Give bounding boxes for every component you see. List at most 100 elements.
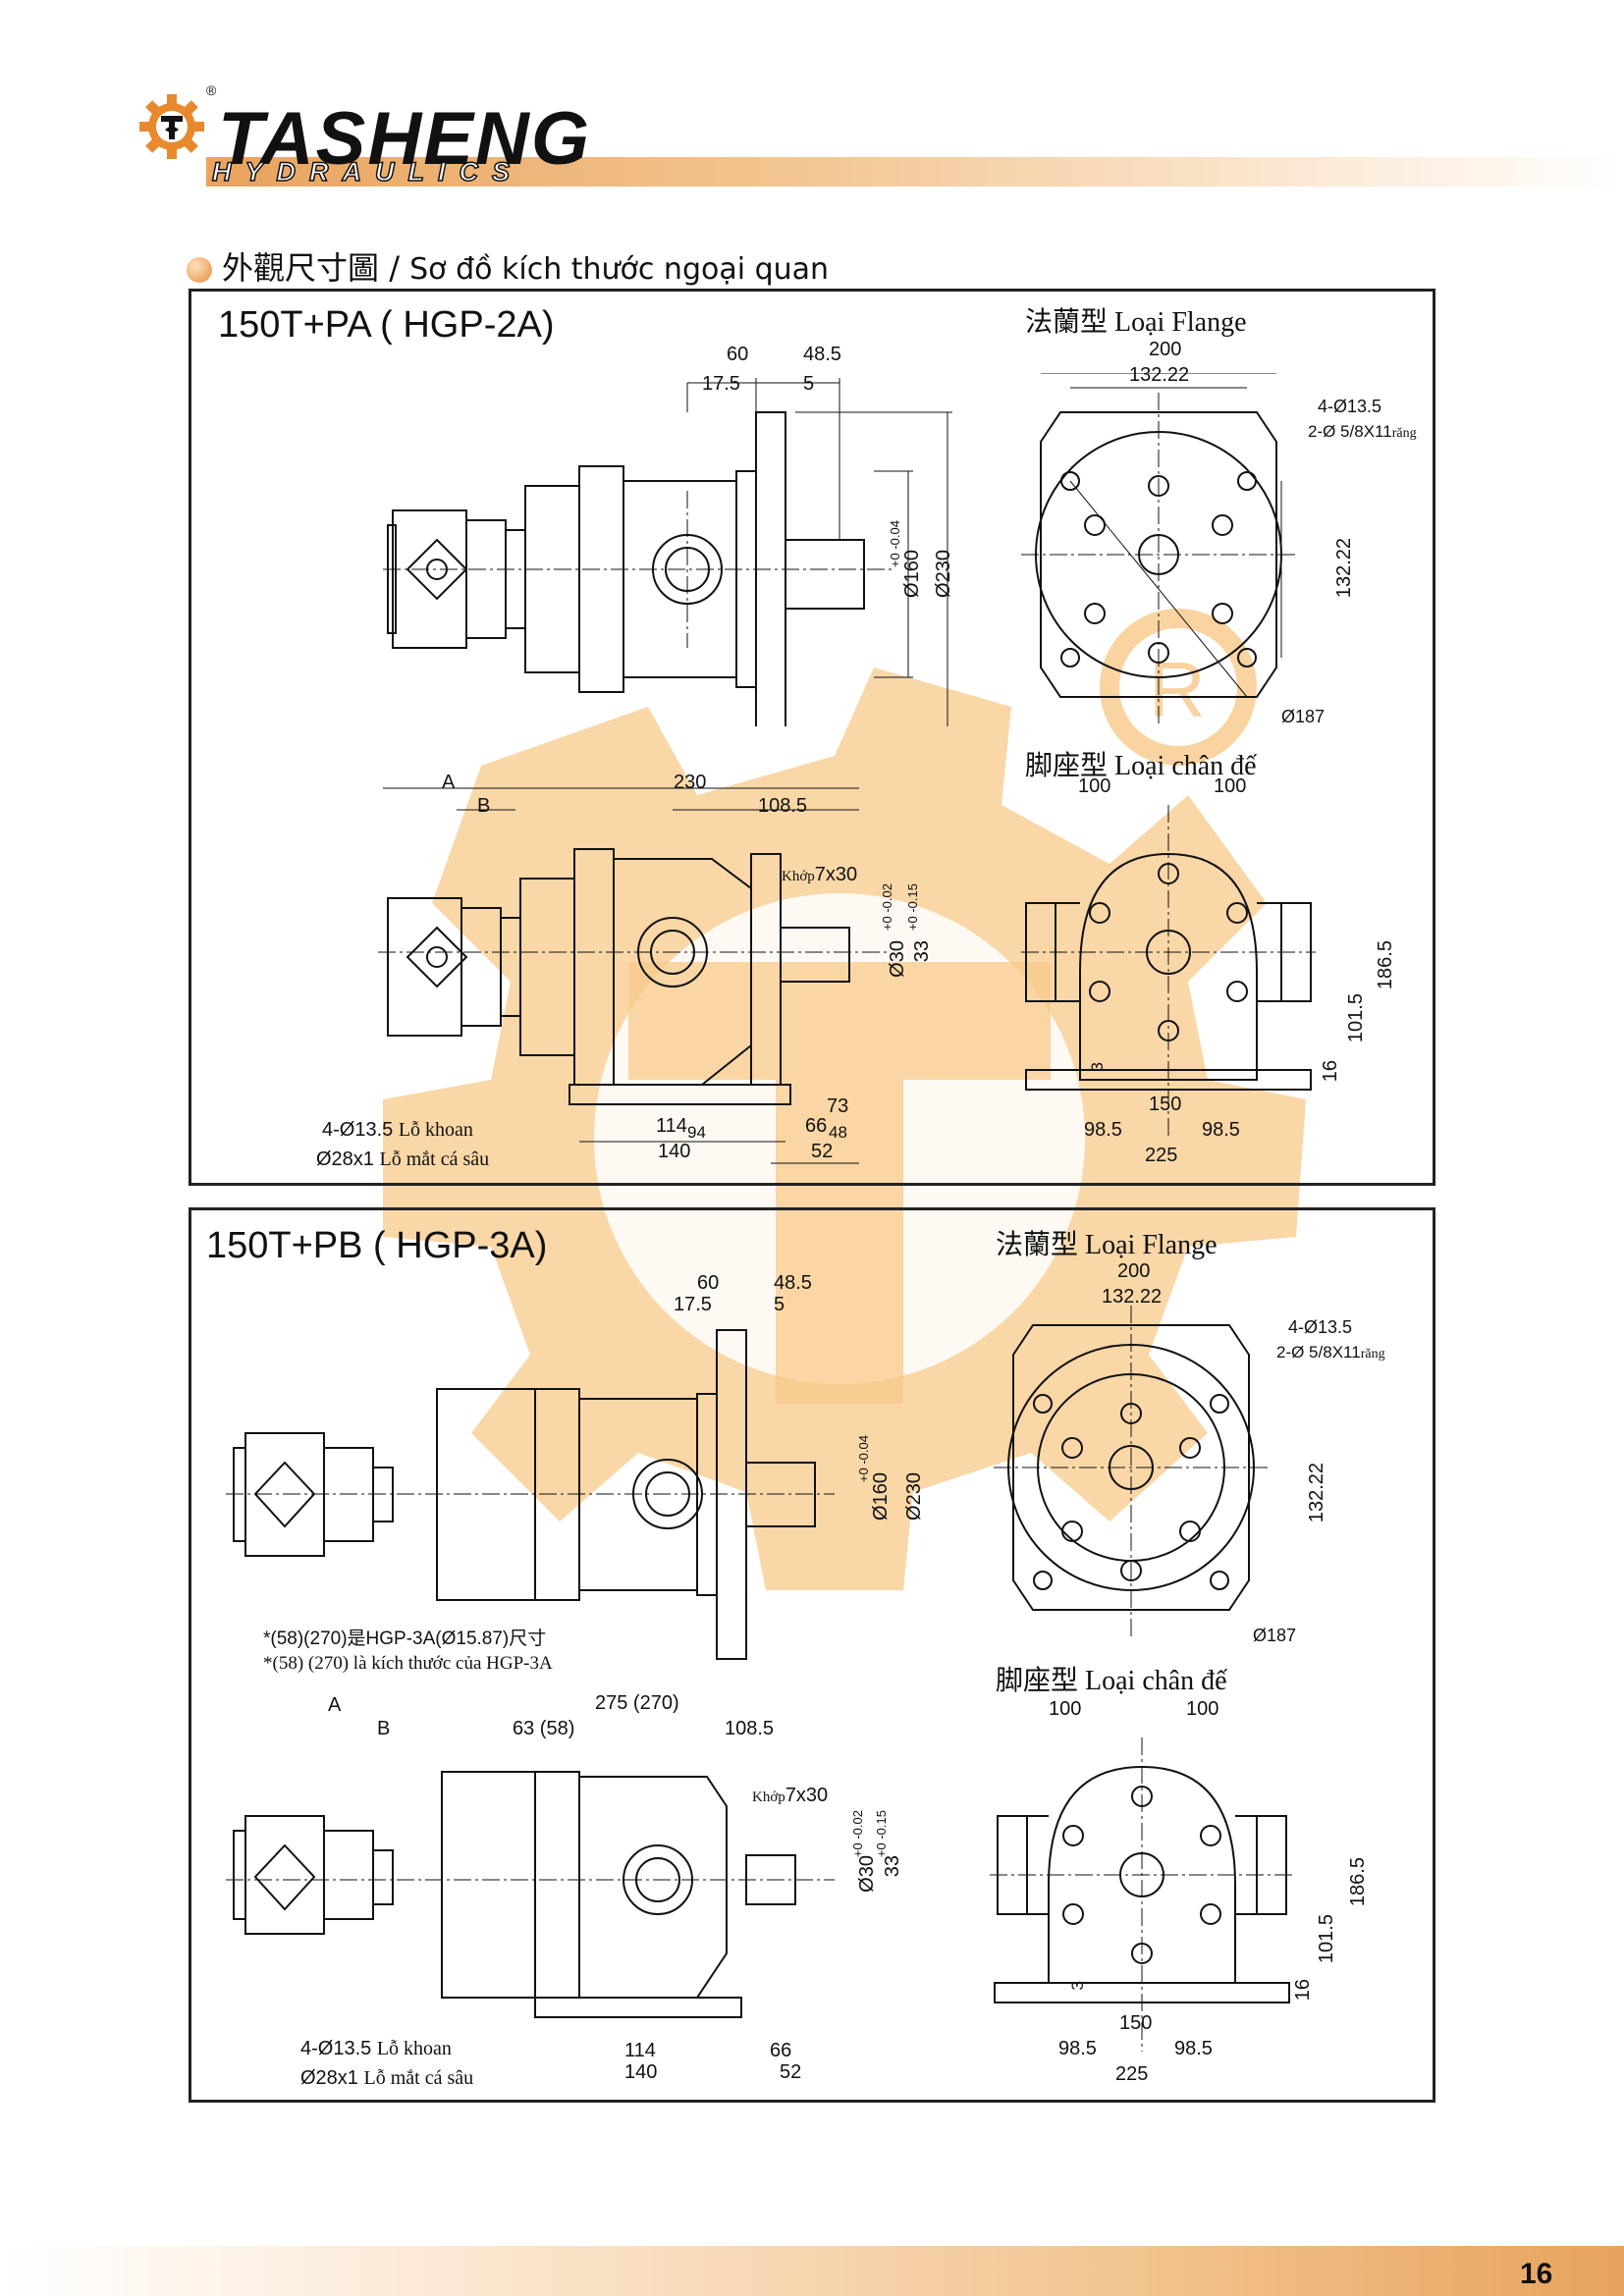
pump-side-view-foot-2 (226, 1771, 835, 2018)
dim-94: 94 (687, 1123, 706, 1142)
flange-dim-132-22-2: 132.22 (1102, 1286, 1163, 1308)
dim-A: A (442, 772, 456, 793)
foot-dim-101-5-2: 101.5 (1316, 1914, 1337, 1964)
pump-side-view-flange (383, 378, 952, 726)
dim-d230-2: Ø230 (903, 1472, 925, 1521)
section-title-zh: 外觀尺寸圖 (222, 249, 380, 287)
note-vi: *(58) (270) là kích thước của HGP-3A (263, 1653, 553, 1674)
flange-dim-187: Ø187 (1281, 707, 1326, 726)
dim-66: 66 (805, 1115, 828, 1137)
flange-dim-132-22-vertical-2: 132.22 (1306, 1463, 1327, 1523)
flange-dim-132-22: 132.22 (1129, 364, 1190, 386)
foot-caption-2: 脚座型 Loại chân đế (996, 1659, 1227, 1698)
flange-caption: 法蘭型 Loại Flange (1025, 300, 1247, 340)
pump-side-view-flange-2 (226, 1329, 835, 1660)
counterbore-label-2: Lỗ mắt cá sâu (363, 2067, 474, 2089)
dim-d230: Ø230 (933, 550, 954, 598)
dim-63-58: 63 (58) (513, 1718, 575, 1739)
brand-name: TASHENG (218, 97, 591, 181)
foot-dim-225: 225 (1145, 1145, 1178, 1166)
dim-d160-2: Ø160 (870, 1472, 892, 1521)
tol-0-02: +0 -0.02 (880, 883, 894, 932)
dim-5-2: 5 (774, 1294, 785, 1315)
dim-d30: Ø30 (887, 940, 908, 978)
flange-caption-zh: 法蘭型 (1025, 307, 1109, 338)
foot-dim-100-left-2: 100 (1049, 1698, 1082, 1720)
foot-front-view (1021, 805, 1316, 1139)
dim-B: B (477, 795, 491, 817)
foot-dim-186-5: 186.5 (1375, 940, 1396, 990)
counterbore-spec: Ø28x1 (316, 1148, 374, 1170)
foot-caption: 脚座型 Loại chân đế (1025, 744, 1257, 783)
dim-B-2: B (377, 1718, 391, 1739)
flange-caption-vi-2: Loại Flange (1085, 1230, 1218, 1260)
foot-dim-186-5-2: 186.5 (1347, 1857, 1369, 1907)
dim-52: 52 (811, 1141, 834, 1162)
foot-caption-zh: 脚座型 (1025, 751, 1109, 781)
key-size: 7x30 (814, 864, 858, 885)
foot-dim-150-2: 150 (1119, 2012, 1153, 2034)
flange-caption-vi: Loại Flange (1114, 307, 1247, 338)
foot-dim-16-2: 16 (1292, 1979, 1314, 2002)
foot-caption-zh-2: 脚座型 (996, 1666, 1079, 1696)
foot-dim-100-right-2: 100 (1186, 1698, 1219, 1720)
flange-thread-spec: 2-Ø 5/8X11 (1308, 422, 1392, 441)
flange-dim-200: 200 (1149, 339, 1182, 360)
foot-dim-3-2: 3 (1068, 1981, 1087, 1991)
foot-front-view-2 (990, 1737, 1294, 2052)
foot-dim-150: 150 (1149, 1094, 1182, 1115)
dim-275-270: 275 (270) (595, 1692, 679, 1714)
key-label: Khớp (782, 869, 815, 884)
foot-dim-16: 16 (1320, 1060, 1341, 1083)
foot-caption-vi: Loại chân đế (1114, 751, 1257, 781)
dim-33: 33 (911, 940, 933, 963)
dim-d160-tol-2: +0 -0.04 (856, 1435, 871, 1483)
header-color-bar (206, 157, 1624, 187)
foot-caption-vi-2: Loại chân đế (1085, 1666, 1227, 1696)
flange-front-view-2 (994, 1306, 1269, 1639)
foot-dim-98-5-right-2: 98.5 (1174, 2038, 1213, 2059)
key-spec-2: Khớp7x30 (752, 1785, 828, 1807)
pump-side-view-foot (378, 787, 889, 1164)
key-label-2: Khớp (752, 1789, 785, 1805)
flange-thread-spec-2: 2-Ø 5/8X11 (1276, 1343, 1361, 1362)
section-title-sep: / (379, 249, 410, 287)
flange-thread-2: 2-Ø 5/8X11răng (1276, 1343, 1385, 1362)
flange-dim-187-2: Ø187 (1253, 1626, 1297, 1645)
bullet-icon (187, 257, 212, 283)
dim-d30-2: Ø30 (856, 1855, 878, 1893)
dim-114: 114 (656, 1115, 687, 1137)
dim-73: 73 (827, 1095, 849, 1117)
dim-60-2: 60 (697, 1272, 720, 1294)
hole-4-13-5: 4-Ø13.5 Lỗ khoan (322, 1119, 473, 1142)
dim-5: 5 (803, 373, 815, 395)
key-spec: Khớp7x30 (782, 864, 857, 886)
key-size-2: 7x30 (785, 1785, 829, 1806)
flange-caption-zh-2: 法蘭型 (996, 1230, 1079, 1260)
flange-thread-unit-2: răng (1360, 1347, 1385, 1362)
dim-48-5-2: 48.5 (774, 1272, 812, 1294)
footer-color-bar (0, 2246, 1624, 2296)
dim-140: 140 (658, 1141, 691, 1162)
dim-d160: Ø160 (901, 550, 923, 598)
dim-108-5-2: 108.5 (725, 1718, 775, 1739)
tol-0-02-2: +0 -0.02 (850, 1810, 865, 1858)
page-number: 16 (1520, 2258, 1553, 2290)
flange-dim-200-2: 200 (1117, 1260, 1151, 1282)
flange-thread: 2-Ø 5/8X11răng (1308, 422, 1417, 442)
foot-dim-98-5-right: 98.5 (1202, 1119, 1240, 1141)
section-title-vi: Sơ đồ kích thước ngoại quan (409, 252, 830, 287)
hole-4-13-5-2: 4-Ø13.5 Lỗ khoan (300, 2038, 452, 2060)
flange-front-view (1021, 373, 1296, 726)
registered-mark: ® (206, 82, 217, 98)
dim-48-5: 48.5 (803, 344, 841, 365)
dim-17-5: 17.5 (702, 373, 740, 395)
dim-114-2: 114 (624, 2040, 656, 2061)
hole-label-2: Lỗ khoan (376, 2038, 452, 2059)
flange-hole-4-13-5: 4-Ø13.5 (1318, 397, 1382, 416)
note-zh: *(58)(270)是HGP-3A(Ø15.87)尺寸 (263, 1629, 547, 1649)
foot-dim-98-5-left: 98.5 (1084, 1119, 1122, 1141)
hole-28x1: Ø28x1 Lỗ mắt cá sâu (316, 1148, 489, 1171)
hole-spec: 4-Ø13.5 (322, 1119, 394, 1141)
flange-hole-4-13-5-2: 4-Ø13.5 (1288, 1317, 1353, 1337)
